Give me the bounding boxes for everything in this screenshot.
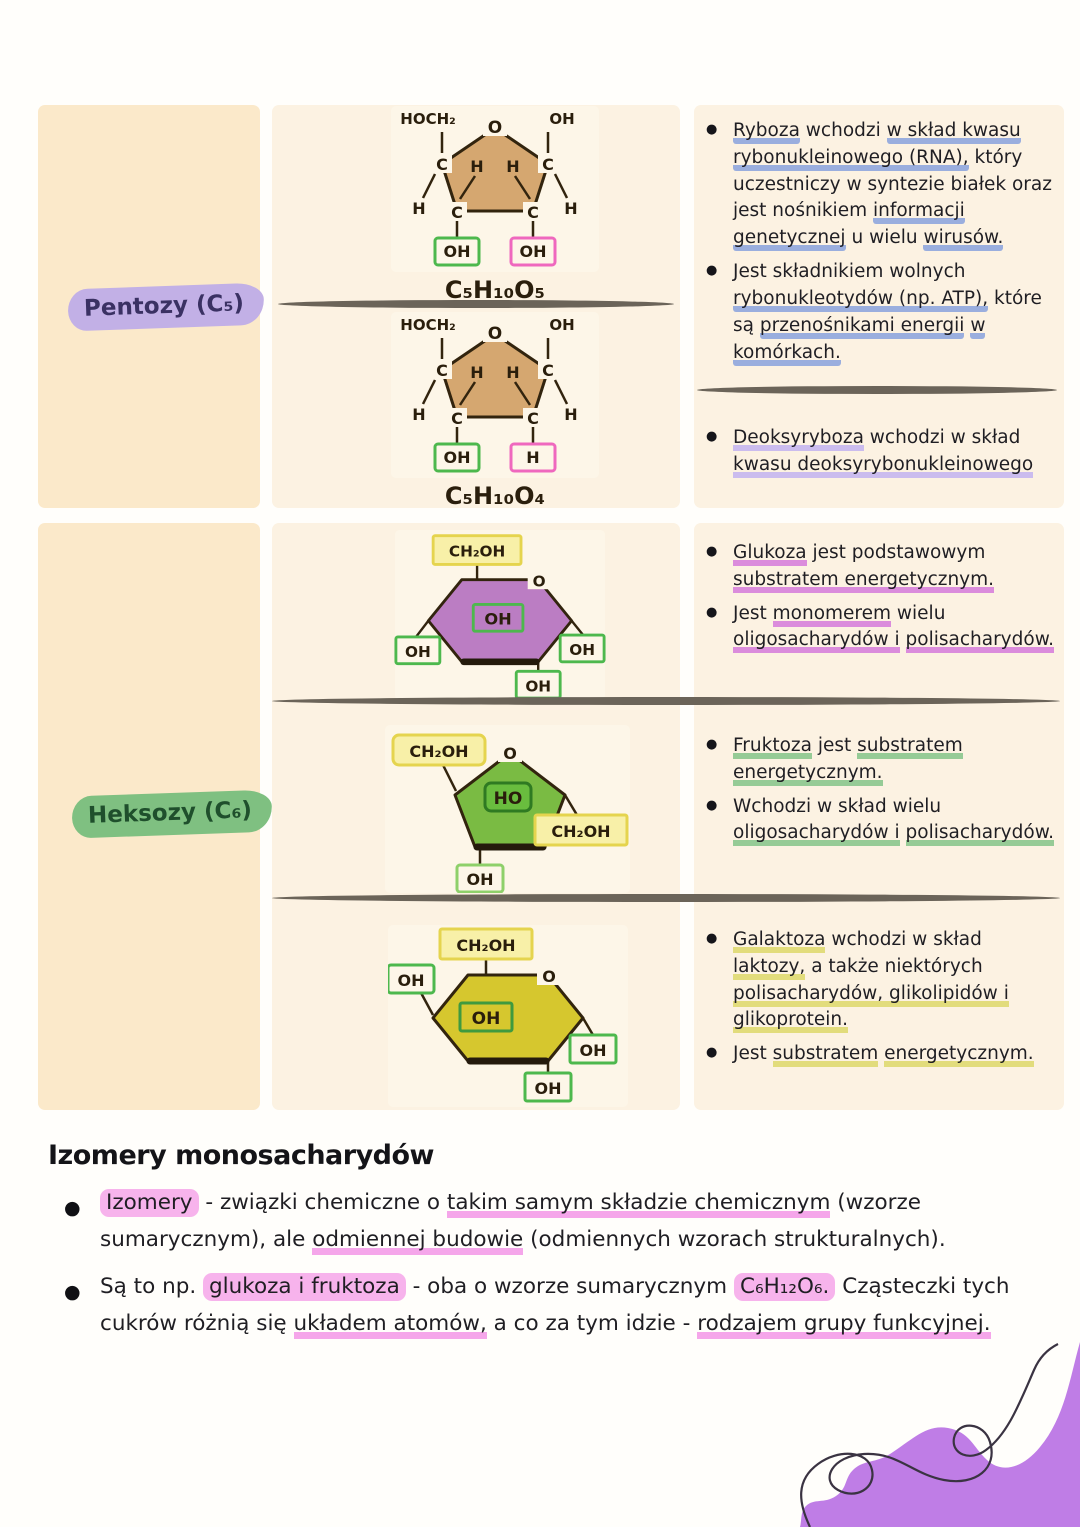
note-bullet: Jest substratem energetycznym. [706,1041,1058,1068]
note-text: Fruktoza jest substratem energetycznym. [733,735,963,786]
fructose-notes: Fruktoza jest substratem energetycznym. … [706,733,1058,854]
hydrogen-label: H [564,405,577,424]
oh-bottom-box-label: OH [535,1079,562,1098]
izomery-section: Izomery monosacharydów Izomery - związki… [48,1140,1044,1353]
oh-center-box-label: OH [484,610,511,629]
hydrogen-label: H [564,199,577,218]
fructose-structure-diagram: O CH₂OH HO CH₂OH OH [385,725,630,893]
hydrogen-label: H [470,363,483,382]
decorative-blob [800,1342,1080,1527]
galactose-structure-diagram: O CH₂OH OH OH OH OH [388,925,628,1107]
carbon-label: C [542,361,554,380]
izomery-bullet-text: Są to np. glukoza i fruktoza - oba o wzo… [100,1272,1010,1339]
izomery-bullet: Są to np. glukoza i fruktoza - oba o wzo… [48,1269,1044,1343]
ch2oh-left-box-label: CH₂OH [409,742,468,761]
heksozy-label-text: Heksozy (C₆) [87,797,253,829]
ribose-formula: C₅H₁₀O₅ [445,276,545,304]
oh-label: OH [549,110,574,128]
note-text: Galaktoza wchodzi w skład laktozy, a tak… [733,929,1009,1034]
glucose-structure-diagram: O CH₂OH OH OH OH OH [394,530,606,700]
note-text: Jest składnikiem wolnych rybonukleotydów… [733,261,1042,366]
note-text: Jest substratem energetycznym. [733,1043,1034,1068]
note-bullet: Glukoza jest podstawowym substratem ener… [706,540,1058,594]
ring-oxygen-label: O [542,967,556,986]
ring-oxygen-label: O [533,572,546,590]
izomery-title: Izomery monosacharydów [48,1140,435,1171]
carbon-label: C [451,203,463,222]
oh-bottom-box-label: OH [467,870,494,889]
note-bullet: Wchodzi w skład wielu oligosacharydów i … [706,794,1058,848]
deoxyribose-structure-diagram: O C C C C H H H H HOCH₂ OH OH H C₅H₁₀O₄ [391,312,599,510]
oh-left-box-label: OH [405,643,431,661]
carbon-label: C [451,409,463,428]
carbon-label: C [542,155,554,174]
oh-right-box-label: OH [580,1041,607,1060]
carbon-label: C [527,203,539,222]
blob-shape [800,1342,1080,1527]
note-bullet: Deoksyryboza wchodzi w skład kwasu deoks… [706,425,1058,479]
ring-oxygen-label: O [488,118,502,138]
note-bullet: Fruktoza jest substratem energetycznym. [706,733,1058,787]
note-text: Deoksyryboza wchodzi w skład kwasu deoks… [733,427,1034,478]
hoch2-label: HOCH₂ [400,316,455,334]
divider [697,386,1057,394]
oh-right-box-label: OH [569,641,595,659]
ring-oxygen-label: O [488,324,502,344]
note-text: Ryboza wchodzi w skład kwasu rybonuklein… [733,120,1052,252]
izomery-bullet-text: Izomery - związki chemiczne o takim samy… [100,1189,946,1255]
squiggle-line [800,1343,1059,1527]
hydrogen-label: H [506,157,519,176]
h-pink-box-label: H [526,448,539,467]
divider [272,894,1060,902]
note-bullet: Galaktoza wchodzi w skład laktozy, a tak… [706,927,1058,1034]
hydrogen-label: H [412,405,425,424]
divider [272,697,1060,705]
ribose-notes: Ryboza wchodzi w skład kwasu rybonuklein… [706,118,1058,373]
row-label-pentozy: Pentozy (C₅) [67,282,265,332]
deoxyribose-notes: Deoksyryboza wchodzi w skład kwasu deoks… [706,425,1058,486]
note-bullet: Jest monomerem wielu oligosacharydów i p… [706,601,1058,655]
ch2oh-right-box-label: CH₂OH [551,822,610,841]
oh-label: OH [549,316,574,334]
deoxyribose-formula: C₅H₁₀O₄ [445,482,545,510]
hydrogen-label: H [470,157,483,176]
oh-pink-box-label: OH [520,242,547,261]
glucose-notes: Glukoza jest podstawowym substratem ener… [706,540,1058,661]
hydrogen-label: H [506,363,519,382]
carbon-label: C [527,409,539,428]
carbon-label: C [436,155,448,174]
note-text: Wchodzi w skład wielu oligosacharydów i … [733,796,1055,847]
pentozy-label-text: Pentozy (C₅) [83,290,245,322]
ho-center-box-label: HO [494,789,523,809]
note-bullet: Ryboza wchodzi w skład kwasu rybonuklein… [706,118,1058,252]
note-text: Glukoza jest podstawowym substratem ener… [733,542,995,593]
oh-topleft-box-label: OH [398,971,425,990]
ring-oxygen-label: O [503,744,517,763]
oh-green-box-label: OH [444,242,471,261]
divider [278,300,674,308]
ch2oh-box-label: CH₂OH [449,543,505,561]
hoch2-label: HOCH₂ [400,110,455,128]
note-text: Jest monomerem wielu oligosacharydów i p… [733,602,1055,654]
row-label-heksozy: Heksozy (C₆) [71,789,273,839]
oh-center-box-label: OH [472,1009,501,1029]
carbon-label: C [436,361,448,380]
note-bullet: Jest składnikiem wolnych rybonukleotydów… [706,259,1058,366]
hydrogen-label: H [412,199,425,218]
ribose-structure-diagram: O C C C C H H H H HOCH₂ OH OH OH C₅H₁₀O₅ [391,106,599,304]
oh-bottom-box-label: OH [525,677,551,695]
izomery-bullet: Izomery - związki chemiczne o takim samy… [48,1185,1044,1259]
galactose-notes: Galaktoza wchodzi w skład laktozy, a tak… [706,927,1058,1075]
ch2oh-box-label: CH₂OH [456,936,515,955]
oh-green-box-label: OH [444,448,471,467]
